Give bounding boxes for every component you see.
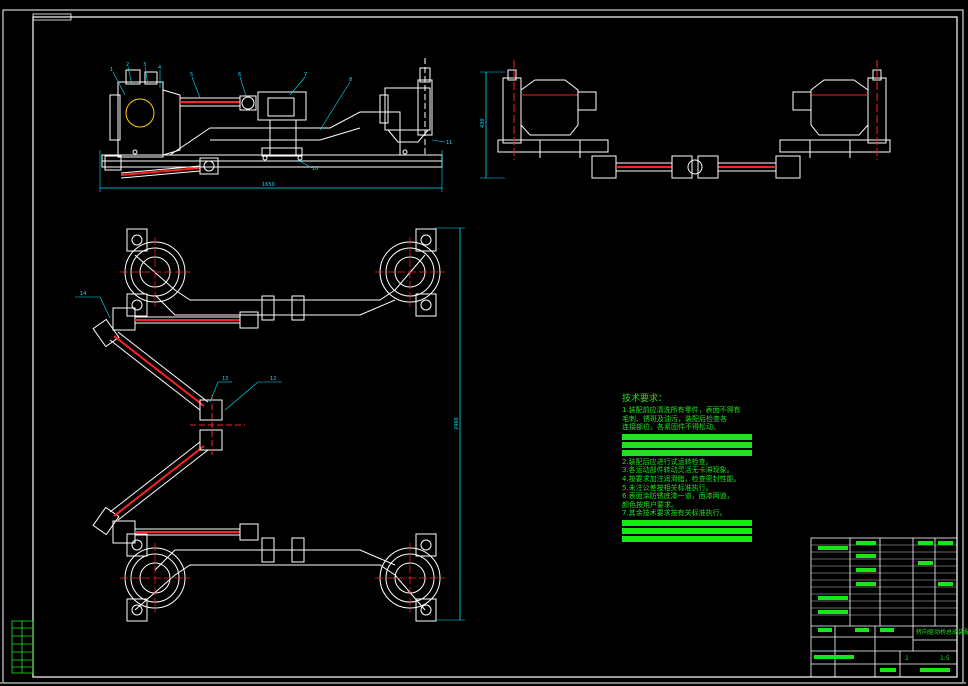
title-block-scale: 1:5	[940, 655, 950, 662]
title-block-title: 转向驱动桥总成装配图	[916, 628, 968, 636]
callout-14: 14	[80, 291, 86, 297]
callout-7: 7	[304, 72, 307, 78]
callout-10: 10	[312, 166, 318, 172]
tech-highlight-bar	[622, 519, 752, 526]
tech-line-5: 3.各运动部件转动灵活无卡滞现象。	[622, 466, 734, 475]
sheet-border	[0, 9, 968, 684]
tech-line-6: 4.按要求加注润滑脂，检查密封性能。	[622, 474, 741, 483]
tech-highlight-bar	[622, 441, 752, 448]
callout-13: 13	[222, 376, 228, 382]
tech-line-1: 1.装配前应清洗所有零件，表面不得有	[622, 406, 741, 414]
callout-12: 12	[270, 376, 276, 382]
tech-line-10: 7.其余技术要求按有关标准执行。	[622, 509, 727, 518]
tech-line-4: 2.装配后应进行试运转检查。	[622, 457, 713, 466]
tech-highlight-bar	[622, 433, 752, 440]
callout-6: 6	[238, 72, 241, 78]
callout-4: 4	[158, 65, 161, 71]
front-elevation-view	[99, 58, 446, 192]
callout-3: 3	[143, 62, 146, 68]
title-block	[810, 537, 958, 678]
title-block-rows	[811, 544, 957, 616]
side-elevation-view	[480, 60, 891, 179]
callout-5: 5	[190, 72, 193, 78]
tech-line-2: 毛刺、锈斑及油污，装配后检查各	[622, 414, 727, 423]
tech-highlight-bar	[622, 449, 752, 456]
tech-highlight-bar	[622, 535, 752, 542]
elevation-callouts: 1 2 3 4 5 6 7 8 10 11	[110, 62, 452, 172]
technical-requirements-title: 技术要求：	[622, 394, 668, 404]
technical-requirements: 技术要求： 1.装配前应清洗所有零件，表面不得有 毛刺、锈斑及油污，装配后检查各…	[622, 394, 752, 544]
revision-strip	[11, 620, 34, 674]
dim-side-height: 430	[480, 118, 486, 128]
callout-11: 11	[446, 140, 452, 146]
title-block-sheet: 1	[905, 655, 909, 662]
tech-line-3: 连接部位，各紧固件不得松动。	[622, 423, 720, 432]
callout-2: 2	[126, 62, 129, 68]
tech-highlight-bar	[622, 527, 752, 534]
dimension-texts: 1650 430 2460	[262, 118, 486, 430]
tech-line-8: 6.表面涂防锈底漆一道，面漆两道，	[622, 492, 734, 501]
dim-plan-height: 2460	[454, 417, 460, 430]
title-block-green-marks	[814, 541, 953, 672]
dim-front-overall: 1650	[262, 182, 275, 188]
plan-callouts: 14 13 12	[80, 291, 276, 382]
plan-view	[75, 227, 465, 622]
tech-line-7: 5.未注公差按相关标准执行。	[622, 483, 713, 492]
callout-8: 8	[349, 77, 352, 83]
callout-1: 1	[110, 67, 113, 73]
tech-line-9: 颜色按用户要求。	[622, 500, 678, 509]
